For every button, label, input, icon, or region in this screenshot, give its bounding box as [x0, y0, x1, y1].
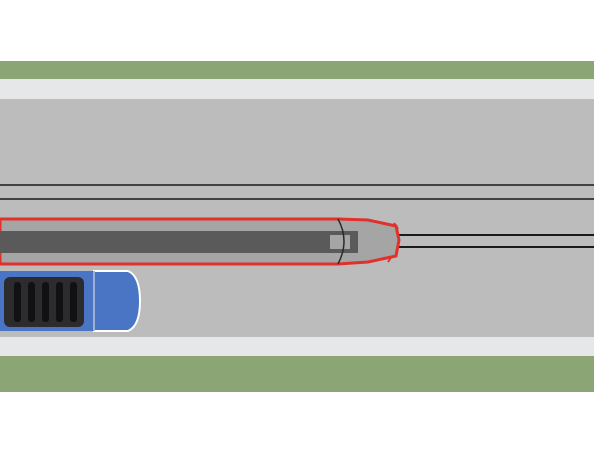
tram-nose-mark-bottom: [387, 255, 393, 263]
tram-cab-line: [337, 218, 345, 265]
tram-nose-mark: [393, 222, 399, 230]
bottom-grass-strip: [0, 356, 594, 392]
top-sidewalk: [0, 79, 594, 99]
tram-roof-unit: [0, 231, 358, 253]
tram: [0, 217, 401, 266]
truck-cargo-bars: [14, 282, 77, 322]
bottom-sidewalk: [0, 337, 594, 356]
tram-pantograph: [330, 235, 350, 249]
truck: [0, 270, 142, 332]
upper-rail-track: [0, 184, 594, 200]
top-grass-strip: [0, 61, 594, 79]
truck-cab: [93, 270, 142, 332]
